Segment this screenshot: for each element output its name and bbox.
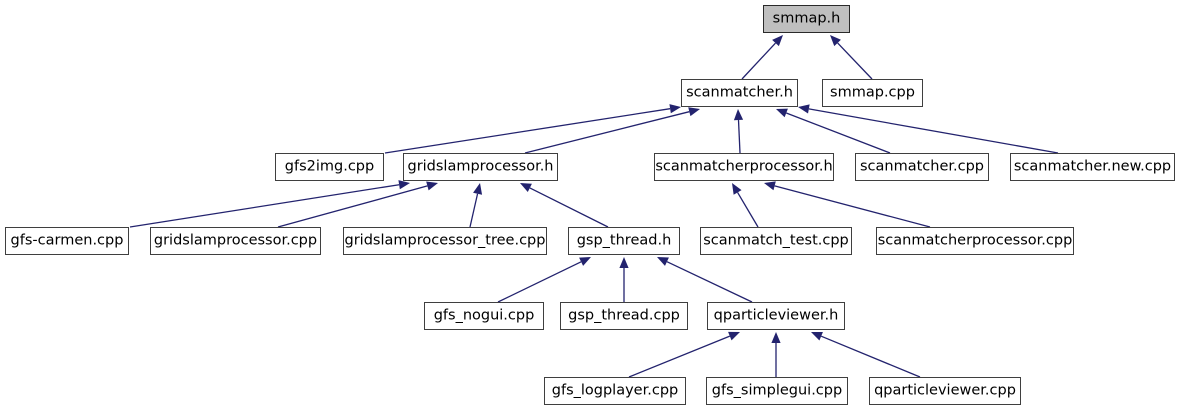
graph-node-qparticleviewer_cpp[interactable]: qparticleviewer.cpp xyxy=(869,377,1021,405)
graph-node-scanmatcher_cpp[interactable]: scanmatcher.cpp xyxy=(855,153,989,181)
graph-edge-gfs_simplegui_cpp-to-qparticleviewer_h xyxy=(771,332,781,377)
graph-node-label: scanmatcherprocessor.h xyxy=(655,158,833,175)
graph-node-gsp_thread_h[interactable]: gsp_thread.h xyxy=(568,227,680,255)
graph-edge-scanmatch_test_cpp-to-scanmatcherprocessor_h xyxy=(732,183,759,228)
graph-node-label: gfs_nogui.cpp xyxy=(433,307,535,324)
graph-node-gfs_nogui_cpp[interactable]: gfs_nogui.cpp xyxy=(424,302,544,330)
graph-edge-gfs2img_cpp-to-scanmatcher_h xyxy=(384,104,681,154)
graph-node-label: scanmatcher.h xyxy=(686,84,793,101)
graph-edge-scanmatcher_new_cpp-to-scanmatcher_h xyxy=(798,104,1059,154)
graph-node-label: smmap.h xyxy=(772,10,841,27)
graph-node-label: qparticleviewer.cpp xyxy=(874,382,1016,399)
graph-node-gfs_carmen_cpp[interactable]: gfs-carmen.cpp xyxy=(5,227,129,255)
graph-edge-scanmatcherprocessor_h-to-scanmatcher_h xyxy=(733,109,744,154)
graph-edge-gsp_thread_cpp-to-gsp_thread_h xyxy=(619,257,629,302)
graph-node-gfs_simplegui_cpp[interactable]: gfs_simplegui.cpp xyxy=(706,377,848,405)
graph-node-label: scanmatcher.new.cpp xyxy=(1013,158,1172,175)
graph-node-label: gridslamprocessor.h xyxy=(407,158,554,175)
graph-edge-smmap_cpp-to-smmap_h xyxy=(830,35,873,80)
graph-node-gfs_logplayer_cpp[interactable]: gfs_logplayer.cpp xyxy=(544,377,686,405)
graph-node-scanmatcherprocessor_cpp[interactable]: scanmatcherprocessor.cpp xyxy=(876,227,1074,255)
graph-node-scanmatcher_h[interactable]: scanmatcher.h xyxy=(681,79,798,107)
graph-node-label: scanmatch_test.cpp xyxy=(703,232,849,249)
graph-node-scanmatcher_new_cpp[interactable]: scanmatcher.new.cpp xyxy=(1010,153,1175,181)
graph-edge-gfs_logplayer_cpp-to-qparticleviewer_h xyxy=(628,331,740,378)
graph-node-label: qparticleviewer.h xyxy=(713,307,839,324)
graph-edge-gridslamprocessor_cpp-to-gridslamprocessor_h xyxy=(277,181,438,228)
graph-edge-gridslamprocessor_tree_cpp-to-gridslamprocessor_h xyxy=(469,183,483,228)
graph-edge-qparticleviewer_h-to-gsp_thread_h xyxy=(657,257,753,303)
graph-node-label: gfs_logplayer.cpp xyxy=(551,382,679,399)
graph-node-scanmatch_test_cpp[interactable]: scanmatch_test.cpp xyxy=(700,227,852,255)
graph-node-label: gsp_thread.h xyxy=(576,232,672,249)
graph-node-label: gfs2img.cpp xyxy=(284,158,375,175)
graph-node-qparticleviewer_h[interactable]: qparticleviewer.h xyxy=(707,302,845,330)
graph-node-gridslamprocessor_tree_cpp[interactable]: gridslamprocessor_tree.cpp xyxy=(343,227,547,255)
graph-node-smmap_h[interactable]: smmap.h xyxy=(763,5,850,33)
graph-edge-scanmatcher_cpp-to-scanmatcher_h xyxy=(776,108,891,154)
graph-node-gridslamprocessor_h[interactable]: gridslamprocessor.h xyxy=(403,153,558,181)
graph-node-gfs2img_cpp[interactable]: gfs2img.cpp xyxy=(275,153,384,181)
graph-edge-gfs_nogui_cpp-to-gsp_thread_h xyxy=(497,257,591,303)
graph-node-smmap_cpp[interactable]: smmap.cpp xyxy=(822,79,923,107)
graph-edge-qparticleviewer_cpp-to-qparticleviewer_h xyxy=(811,331,921,378)
graph-edge-scanmatcherprocessor_cpp-to-scanmatcherprocessor_h xyxy=(764,181,931,228)
graph-node-gsp_thread_cpp[interactable]: gsp_thread.cpp xyxy=(560,302,688,330)
graph-node-label: gridslamprocessor.cpp xyxy=(153,232,318,249)
graph-node-label: scanmatcher.cpp xyxy=(859,158,984,175)
graph-edge-gridslamprocessor_h-to-scanmatcher_h xyxy=(524,107,700,154)
graph-node-label: gridslamprocessor_tree.cpp xyxy=(344,232,546,249)
graph-node-scanmatcherprocessor_h[interactable]: scanmatcherprocessor.h xyxy=(654,153,834,181)
graph-node-label: gsp_thread.cpp xyxy=(568,307,680,324)
graph-edge-gsp_thread_h-to-gridslamprocessor_h xyxy=(520,183,609,228)
graph-node-gridslamprocessor_cpp[interactable]: gridslamprocessor.cpp xyxy=(150,227,321,255)
graph-node-label: gfs-carmen.cpp xyxy=(10,232,124,249)
graph-node-label: scanmatcherprocessor.cpp xyxy=(877,232,1073,249)
graph-edge-gfs_carmen_cpp-to-gridslamprocessor_h xyxy=(129,180,410,228)
graph-edge-scanmatcher_h-to-smmap_h xyxy=(741,35,783,80)
graph-node-label: gfs_simplegui.cpp xyxy=(711,382,843,399)
graph-node-label: smmap.cpp xyxy=(830,84,915,101)
